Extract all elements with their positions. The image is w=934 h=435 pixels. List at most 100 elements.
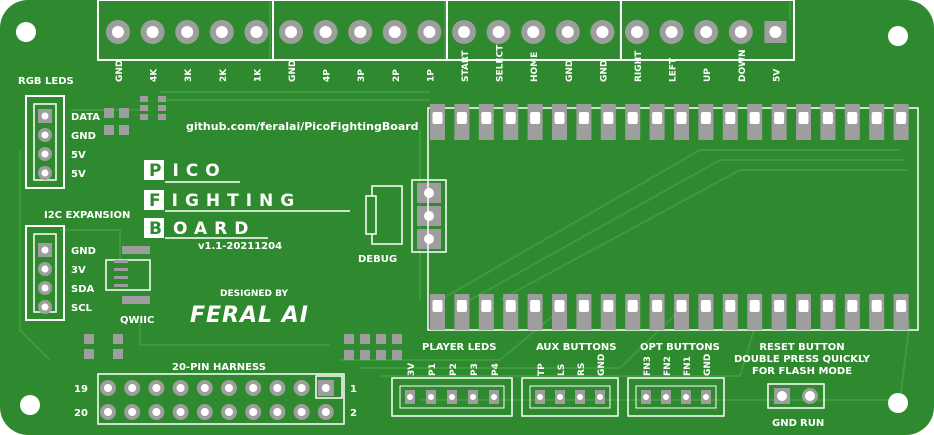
header-pin-hole: [354, 26, 367, 38]
header-pin-label: 2K: [219, 68, 229, 82]
harness-pin-hole: [176, 408, 185, 416]
reset-line-1: RESET BUTTON: [759, 342, 844, 353]
pico-pad-hole: [603, 300, 614, 312]
header-pin-label: UP: [703, 68, 713, 82]
harness-pin-hole: [152, 408, 161, 416]
connector-pin-label: SCL: [71, 303, 93, 314]
header-pin-hole: [527, 26, 540, 38]
header-pin-label: RIGHT: [634, 50, 644, 82]
pico-pad-hole: [798, 112, 809, 124]
pico-pad-hole: [505, 112, 516, 124]
header-pin-label: GND: [565, 60, 575, 82]
harness-pin-hole: [176, 384, 185, 392]
player-leds-title: PLAYER LEDS: [422, 342, 496, 353]
connector-pin-label: P4: [491, 363, 501, 376]
reset-pin-run: RUN: [800, 418, 824, 429]
harness-pins: [100, 380, 334, 420]
qwiic-connector: QWIIC: [105, 246, 154, 326]
header-pin-hole: [492, 26, 505, 38]
pico-pad-hole: [725, 300, 736, 312]
header-pin-label: START: [461, 50, 471, 82]
pico-pad-hole: [700, 112, 711, 124]
harness-pin-hole: [104, 384, 112, 392]
connector-pin-label: 3V: [407, 363, 417, 376]
mounting-hole-bottom-left: [20, 395, 40, 415]
header-pin-hole: [181, 26, 194, 38]
pico-pad-hole: [676, 300, 687, 312]
harness-pin-hole: [249, 384, 258, 392]
pico-pad-hole: [871, 300, 882, 312]
harness-pin-hole: [225, 384, 233, 392]
harness-number-20: 20: [74, 408, 88, 419]
header-pin-label: GND: [288, 60, 298, 82]
header-pin-hole: [631, 26, 643, 38]
harness-pin-hole: [297, 408, 306, 416]
header-pin-hole: [665, 26, 678, 38]
harness-pin-hole: [321, 408, 330, 416]
opt-buttons-pins: [641, 390, 711, 404]
connector-pin-hole: [41, 131, 49, 139]
header-pin-hole: [112, 26, 124, 38]
connector-pin-hole: [663, 394, 669, 400]
harness-pin-hole: [152, 384, 161, 392]
debug-connector: DEBUG: [358, 179, 447, 265]
header-pin-label: 2P: [392, 69, 402, 82]
connector-pin-label: P2: [449, 363, 459, 376]
i2c-pins: [38, 243, 52, 314]
header-pin-label: GND: [599, 60, 609, 82]
pico-pad-hole: [603, 112, 614, 124]
harness-number-19: 19: [74, 384, 88, 395]
pico-pad-hole: [554, 300, 565, 312]
header-pin-hole: [215, 26, 228, 38]
header-pin-hole: [423, 26, 436, 38]
connector-pin-label: P3: [470, 363, 480, 376]
harness-pin-hole: [128, 384, 137, 392]
pico-pad-hole: [530, 112, 541, 124]
harness-pin-hole: [225, 408, 233, 416]
connector-pin-hole: [41, 112, 49, 120]
harness-pin-hole: [249, 408, 258, 416]
rgb-leds-pins: [38, 109, 52, 180]
header-pin-hole: [146, 26, 159, 38]
connector-pin-label: GND: [597, 354, 607, 376]
pico-pad-hole: [578, 300, 589, 312]
pico-pad-hole: [896, 112, 907, 124]
connector-pin-label: GND: [71, 246, 96, 257]
header-pin-label: 3K: [184, 68, 194, 82]
header-pin-label: 1P: [426, 69, 436, 82]
mounting-hole-top-right: [888, 26, 908, 46]
connector-pin-hole: [428, 394, 434, 400]
pico-pad-hole: [481, 112, 492, 124]
connector-pin-label: FN3: [643, 356, 653, 376]
connector-pin-hole: [577, 394, 583, 400]
pico-pad-hole: [774, 300, 785, 312]
pico-pad-hole: [847, 300, 858, 312]
designer-name: FERAL AI: [190, 303, 309, 328]
aux-buttons-pins: [535, 390, 605, 404]
harness-pin-hole: [200, 408, 209, 416]
reset-button-section: RESET BUTTON DOUBLE PRESS QUICKLY FOR FL…: [734, 342, 871, 429]
pico-top-pads: [430, 104, 909, 140]
harness-pin-hole: [321, 384, 330, 392]
connector-pin-hole: [491, 394, 497, 400]
header-pin-label: 4P: [323, 69, 333, 82]
reset-pin-gnd: GND: [772, 418, 797, 429]
pico-pad-hole: [554, 112, 565, 124]
header-pin-hole: [458, 26, 470, 38]
connector-pin-label: TP: [537, 363, 547, 376]
pico-pad-hole: [725, 112, 736, 124]
opt-buttons-title: OPT BUTTONS: [640, 342, 720, 353]
header-pin-label: 3P: [357, 69, 367, 82]
header-pin-hole: [734, 26, 747, 38]
pico-pad-hole: [749, 300, 760, 312]
harness-title: 20-PIN HARNESS: [172, 362, 266, 373]
pico-pad-hole: [798, 300, 809, 312]
